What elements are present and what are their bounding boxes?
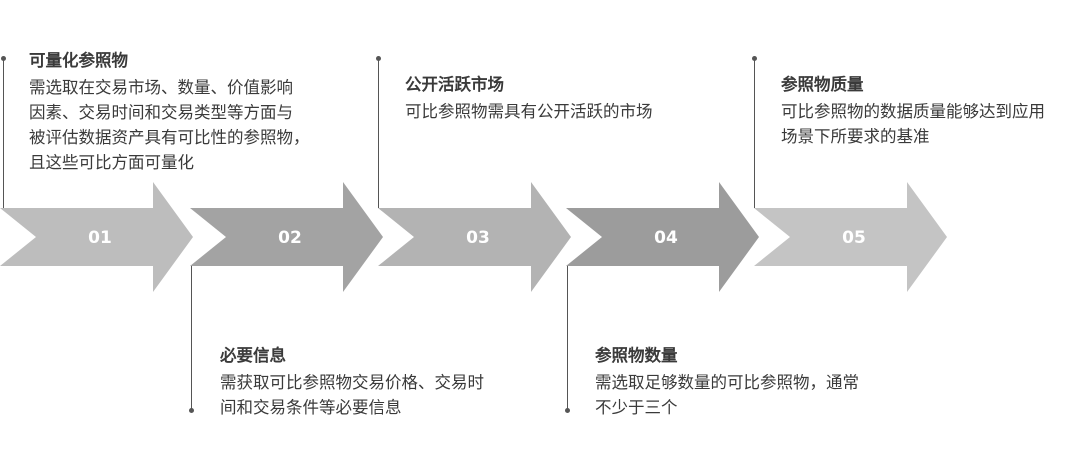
step-desc-05: 可比参照物的数据质量能够达到应用 场景下所要求的基准 [781,102,1045,146]
step-number-05: 05 [842,228,866,248]
connector-line-01 [3,58,4,208]
step-title-02: 必要信息 [220,346,286,365]
step-title-03: 公开活跃市场 [405,75,504,94]
step-block-05: 参照物质量 可比参照物的数据质量能够达到应用 场景下所要求的基准 [781,72,1076,149]
connector-line-04 [567,266,568,410]
arrow-04 [566,182,759,292]
step-number-03: 03 [466,228,490,248]
step-title-05: 参照物质量 [781,75,864,94]
connector-line-03 [378,58,379,208]
step-block-03: 公开活跃市场 可比参照物需具有公开活跃的市场 [405,72,725,124]
step-desc-03: 可比参照物需具有公开活跃的市场 [405,102,653,121]
step-number-02: 02 [278,228,302,248]
step-block-04: 参照物数量 需选取足够数量的可比参照物，通常 不少于三个 [595,343,915,420]
step-number-04: 04 [654,228,678,248]
arrow-05 [754,182,947,292]
arrow-03 [378,182,571,292]
connector-line-02 [191,266,192,410]
step-desc-01: 需选取在交易市场、数量、价值影响 因素、交易时间和交易类型等方面与 被评估数据资… [29,78,310,172]
arrow-02 [190,182,383,292]
arrow-01 [0,182,193,292]
connector-dot-04 [565,408,570,413]
connector-line-05 [754,58,755,208]
connector-dot-02 [189,408,194,413]
step-number-01: 01 [88,228,112,248]
step-block-02: 必要信息 需获取可比参照物交易价格、交易时 间和交易条件等必要信息 [220,343,540,420]
step-title-04: 参照物数量 [595,346,678,365]
step-title-01: 可量化参照物 [29,51,128,70]
step-desc-02: 需获取可比参照物交易价格、交易时 间和交易条件等必要信息 [220,373,484,417]
step-block-01: 可量化参照物 需选取在交易市场、数量、价值影响 因素、交易时间和交易类型等方面与… [29,48,349,175]
step-desc-04: 需选取足够数量的可比参照物，通常 不少于三个 [595,373,859,417]
